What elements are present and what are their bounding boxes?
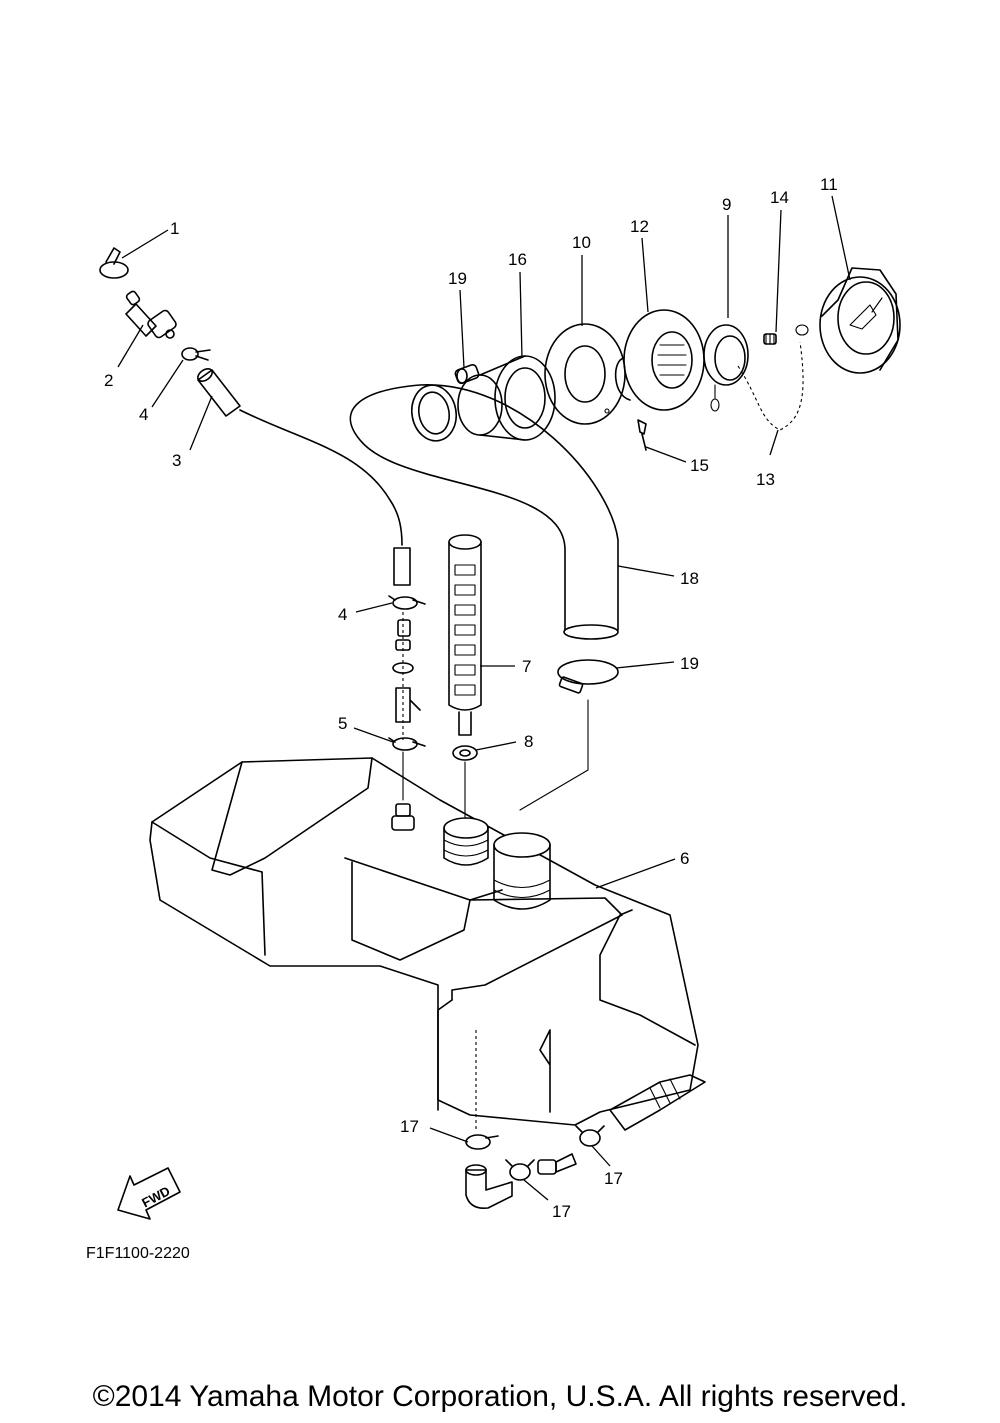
copyright-notice: ©2014 Yamaha Motor Corporation, U.S.A. A… <box>92 1380 908 1413</box>
label-part-5: 5 <box>338 714 347 733</box>
part-17-clamp-a <box>465 1134 499 1150</box>
fwd-arrow-icon: FWD <box>117 1167 181 1220</box>
part-number-labels: 1 2 3 4 4 5 6 7 8 9 10 11 12 13 14 15 16… <box>104 175 838 1221</box>
figure-code: F1F1100-2220 <box>86 1245 190 1262</box>
label-part-13: 13 <box>756 470 775 489</box>
part-13-chain <box>737 324 809 431</box>
tank-outlet-pipe <box>609 1074 706 1131</box>
tank-port-right <box>493 832 551 910</box>
label-part-1: 1 <box>170 219 179 238</box>
part-15-screw <box>637 419 647 451</box>
label-part-4: 4 <box>338 605 347 624</box>
part-5-clip <box>388 737 426 751</box>
label-part-8: 8 <box>524 732 533 751</box>
part-17-clamp-b <box>505 1159 535 1181</box>
drain-fitting <box>537 1153 577 1175</box>
fwd-marker-text: FWD <box>139 1183 172 1210</box>
seal-ring <box>410 384 458 442</box>
part-11-cap <box>819 267 901 374</box>
label-part-19: 19 <box>448 269 467 288</box>
part-12-filler-neck <box>614 309 705 411</box>
label-part-12: 12 <box>630 217 649 236</box>
part-19-clamp-lower <box>557 659 619 694</box>
part-17-clamp-c <box>575 1125 605 1147</box>
label-part-16: 16 <box>508 250 527 269</box>
hose-routing-line <box>519 699 589 811</box>
label-part-19: 19 <box>680 654 699 673</box>
part-2-fitting <box>125 290 177 339</box>
part-8-washer <box>452 745 478 821</box>
part-6-fuel-tank <box>149 757 699 1126</box>
label-part-17: 17 <box>552 1202 571 1221</box>
label-part-10: 10 <box>572 233 591 252</box>
label-part-2: 2 <box>104 371 113 390</box>
label-part-6: 6 <box>680 849 689 868</box>
label-part-3: 3 <box>172 451 181 470</box>
part-4-clip-lower <box>388 595 426 610</box>
drain-elbow-hose <box>465 1164 513 1210</box>
leader-lines <box>117 195 851 1201</box>
label-part-4: 4 <box>139 405 148 424</box>
label-part-15: 15 <box>690 456 709 475</box>
label-part-14: 14 <box>770 188 789 207</box>
part-16-collar <box>457 355 556 441</box>
part-7-filter <box>448 534 482 736</box>
part-18-filler-hose <box>349 384 619 640</box>
part-3-hose <box>197 368 411 586</box>
joint-fitting-stack <box>392 612 421 740</box>
part-9-ring <box>703 324 749 412</box>
part-14-screw <box>763 333 777 345</box>
label-part-17: 17 <box>604 1169 623 1188</box>
tank-port-left <box>443 817 489 866</box>
part-4-clip-upper <box>181 347 211 361</box>
label-part-11: 11 <box>820 175 838 194</box>
part-1-clamp <box>99 247 129 279</box>
label-part-7: 7 <box>522 657 531 676</box>
label-part-18: 18 <box>680 569 699 588</box>
drain-nipple <box>391 751 415 831</box>
label-part-17: 17 <box>400 1117 419 1136</box>
part-10-gasket <box>544 323 626 425</box>
label-part-9: 9 <box>722 195 731 214</box>
